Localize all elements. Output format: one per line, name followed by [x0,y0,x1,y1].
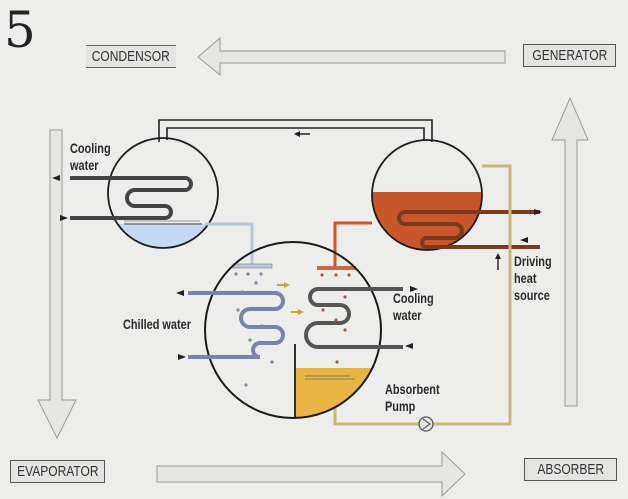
stage-evaporator: EVAPORATOR [10,460,105,483]
label-cooling-water-absorber: Cooling water [393,290,434,324]
stage-generator: GENERATOR [523,44,616,67]
generator-heating-coil [397,210,540,249]
label-chilled-water: Chilled water [123,316,191,332]
label-absorbent-pump: Absorbent Pump [385,381,440,415]
figure-number: 5 [4,1,36,59]
label-cooling-water-condenser: Cooling water [70,140,111,174]
stage-condensor: CONDENSOR [86,45,176,68]
condenser-cooling-coil [70,176,193,220]
label-line: source [514,287,550,303]
solution-pipe [333,221,372,266]
arrow-evaporator-to-absorber [156,450,466,498]
absorber-cooling-coil [304,287,403,349]
label-line: heat [514,270,537,286]
flow-arrow-left-icon [294,131,310,137]
label-line: Absorbent [385,381,440,397]
stage-evaporator-label: EVAPORATOR [16,463,99,480]
label-driving-heat-source: Driving heat source [514,253,552,304]
label-line: Pump [385,398,416,414]
label-line: water [393,307,422,323]
pump-icon [418,416,434,432]
refrigerant-pipe [205,222,254,264]
arrow-condensor-to-evaporator [37,129,77,440]
label-line: Cooling [70,140,111,156]
label-line: water [70,157,99,173]
vapour-pipe [158,119,433,142]
refrigerant-spray-bar [232,263,273,269]
heat-arrow-up-icon [495,253,501,270]
stage-absorber-label: ABSORBER [537,461,604,478]
stage-absorber: ABSORBER [524,458,617,481]
absorbent-pipe [333,164,512,426]
arrow-generator-to-condensor [197,36,506,77]
stage-generator-label: GENERATOR [532,47,607,64]
label-line: Driving [514,253,552,269]
label-line: Cooling [393,290,434,306]
generator-vessel [371,139,542,251]
stage-condensor-label: CONDENSOR [92,48,171,65]
solution-spray-bar [317,266,356,270]
chilled-water-coil [188,291,285,359]
evaporator-absorber-vessel [176,241,418,419]
arrow-absorber-to-generator [551,96,589,407]
